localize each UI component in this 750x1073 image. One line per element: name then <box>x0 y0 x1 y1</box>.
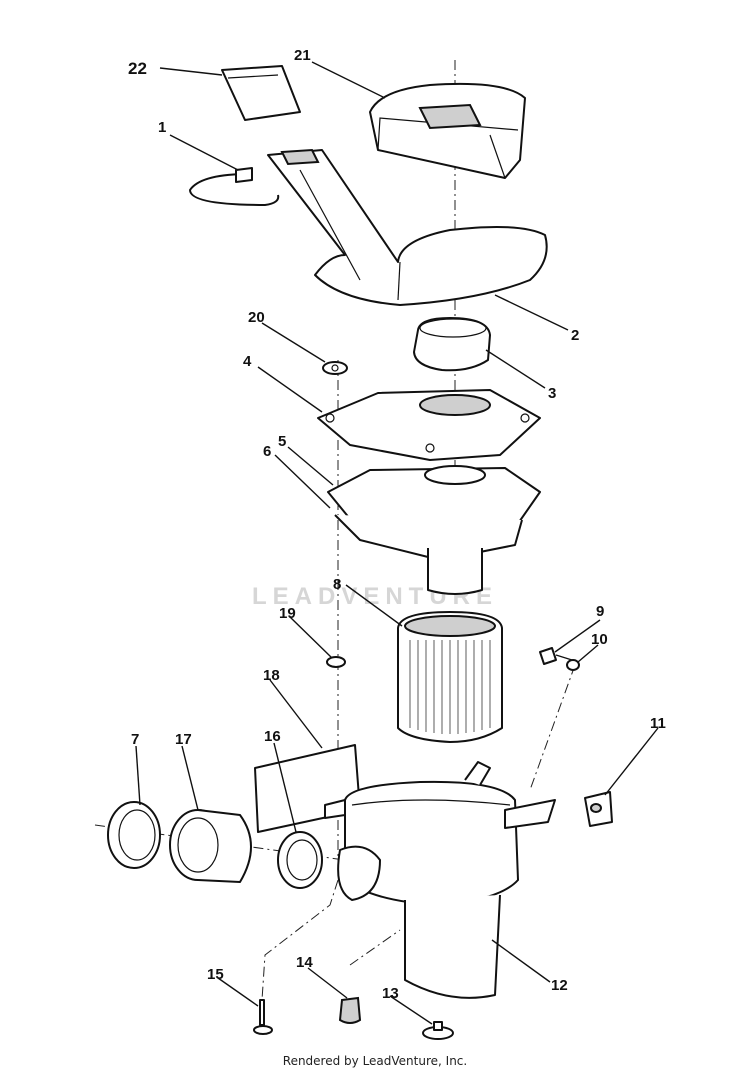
leader-lines <box>135 61 659 1025</box>
callout-17: 17 <box>175 731 192 748</box>
part-9-bolt <box>539 647 580 671</box>
callout-18: 18 <box>263 667 280 684</box>
callout-13: 13 <box>382 985 399 1002</box>
part-3-sleeve <box>413 317 491 372</box>
callout-19: 19 <box>279 605 296 622</box>
part-14-plug <box>338 996 362 1024</box>
part-12-body <box>324 761 556 999</box>
part-15-bolt <box>253 999 273 1035</box>
callout-7: 7 <box>131 731 139 748</box>
callout-12: 12 <box>551 977 568 994</box>
part-17-adapter <box>169 809 252 883</box>
callout-8: 8 <box>333 576 341 593</box>
callout-5: 5 <box>278 433 286 450</box>
part-16-clamp <box>277 831 323 889</box>
part-21-cover <box>369 82 526 179</box>
callout-15: 15 <box>207 966 224 983</box>
callout-4: 4 <box>243 353 252 370</box>
callout-21: 21 <box>294 47 311 64</box>
callout-3: 3 <box>548 385 556 402</box>
part-8-filter <box>397 611 503 743</box>
callout-16: 16 <box>264 728 281 745</box>
callout-1: 1 <box>158 119 166 136</box>
part-11-bracket <box>584 791 613 827</box>
part-5-cover <box>327 465 541 595</box>
part-7-ring <box>107 801 161 869</box>
part-22-plate <box>221 65 301 121</box>
part-4-plate <box>317 389 541 461</box>
footer-credit: Rendered by LeadVenture, Inc. <box>282 1054 468 1068</box>
part-2-duct <box>267 148 548 306</box>
callout-20: 20 <box>248 309 265 326</box>
callout-10: 10 <box>591 631 608 648</box>
callout-11: 11 <box>650 715 666 732</box>
callout-6: 6 <box>263 443 271 460</box>
bolt-axis <box>529 664 576 791</box>
part-1-clamp <box>189 167 280 206</box>
part-19-washer <box>326 656 346 668</box>
callout-14: 14 <box>296 954 313 971</box>
drain-axis <box>349 929 401 966</box>
callout-22: 22 <box>128 59 147 78</box>
callout-2: 2 <box>571 327 579 344</box>
stud-axis <box>261 360 339 1001</box>
callout-9: 9 <box>596 603 604 620</box>
part-13-valve <box>422 1021 454 1040</box>
part-20-nut <box>322 361 348 375</box>
